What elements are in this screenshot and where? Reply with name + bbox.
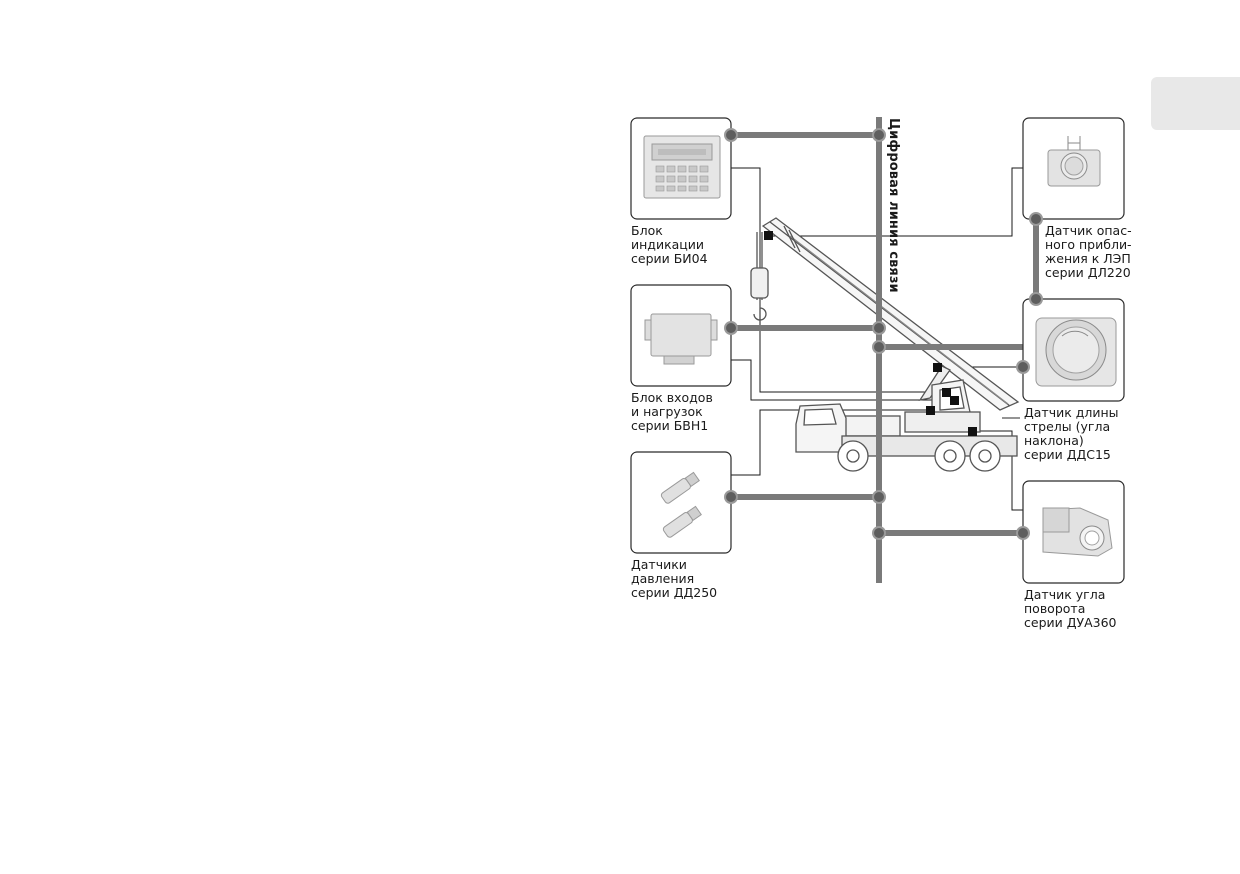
superstructure — [904, 411, 981, 433]
label-dd250: Датчики давления серии ДД250 — [631, 557, 718, 600]
wire-bvn1 — [731, 359, 955, 401]
bus-label-text: Цифровая линия связи — [886, 118, 901, 293]
connector-node — [872, 128, 886, 142]
bi04-device-image — [643, 135, 721, 199]
bvn1-device-image — [644, 313, 718, 365]
label-dl220: Датчик опас- ного прибли- жения к ЛЭП се… — [1045, 223, 1132, 280]
label-bi04: Блок индикации серии БИ04 — [631, 223, 708, 266]
wire-dua360 — [972, 430, 1023, 511]
wheel-hub — [978, 449, 992, 463]
marker-dd250 — [926, 406, 935, 415]
connector-node — [1016, 360, 1030, 374]
connector-node — [724, 128, 738, 142]
connector-node — [872, 321, 886, 335]
label-bvn1: Блок входов и нагрузок серии БВН1 — [631, 390, 713, 433]
bus-connectors — [724, 128, 1043, 540]
connector-node — [1029, 212, 1043, 226]
crane-truck-illustration — [750, 217, 1020, 472]
wire-dd250 — [731, 409, 930, 476]
truck-wheels — [837, 440, 1001, 472]
sensor-markers — [764, 231, 977, 436]
connector-node — [724, 321, 738, 335]
connector-node — [1016, 526, 1030, 540]
dd250-device-image — [660, 471, 702, 538]
boom-tick — [788, 229, 801, 253]
wire-dl220 — [768, 167, 1023, 237]
frame-dd250 — [630, 451, 732, 554]
marker-dds15 — [933, 363, 942, 372]
connector-node — [872, 526, 886, 540]
dua360-device-image — [1042, 507, 1113, 557]
bus-label: Цифровая линия связи — [883, 118, 901, 293]
chassis-body — [841, 415, 901, 437]
label-dua360: Датчик угла поворота серии ДУА360 — [1024, 587, 1117, 630]
marker-bi04 — [942, 388, 951, 397]
dds15-device-image — [1035, 317, 1117, 387]
connector-node — [1029, 292, 1043, 306]
crane-hook — [753, 298, 767, 321]
marker-dua360 — [968, 427, 977, 436]
connector-node — [872, 340, 886, 354]
connector-node — [872, 490, 886, 504]
dl220-device-image — [1047, 136, 1101, 187]
luffing-cylinder — [918, 365, 951, 401]
marker-bvn1 — [950, 396, 959, 405]
marker-dl220 — [764, 231, 773, 240]
wheel-hub — [846, 449, 860, 463]
connector-node — [724, 490, 738, 504]
truck-cab-window — [803, 408, 837, 426]
side-tab-marker — [1151, 77, 1240, 130]
boom-section-line — [789, 235, 1009, 405]
boom-tick — [783, 225, 796, 249]
label-dds15: Датчик длины стрелы (угла наклона) серии… — [1024, 405, 1119, 462]
hook-block — [750, 267, 769, 299]
device-wiring — [731, 167, 1023, 511]
wheel-hub — [943, 449, 957, 463]
